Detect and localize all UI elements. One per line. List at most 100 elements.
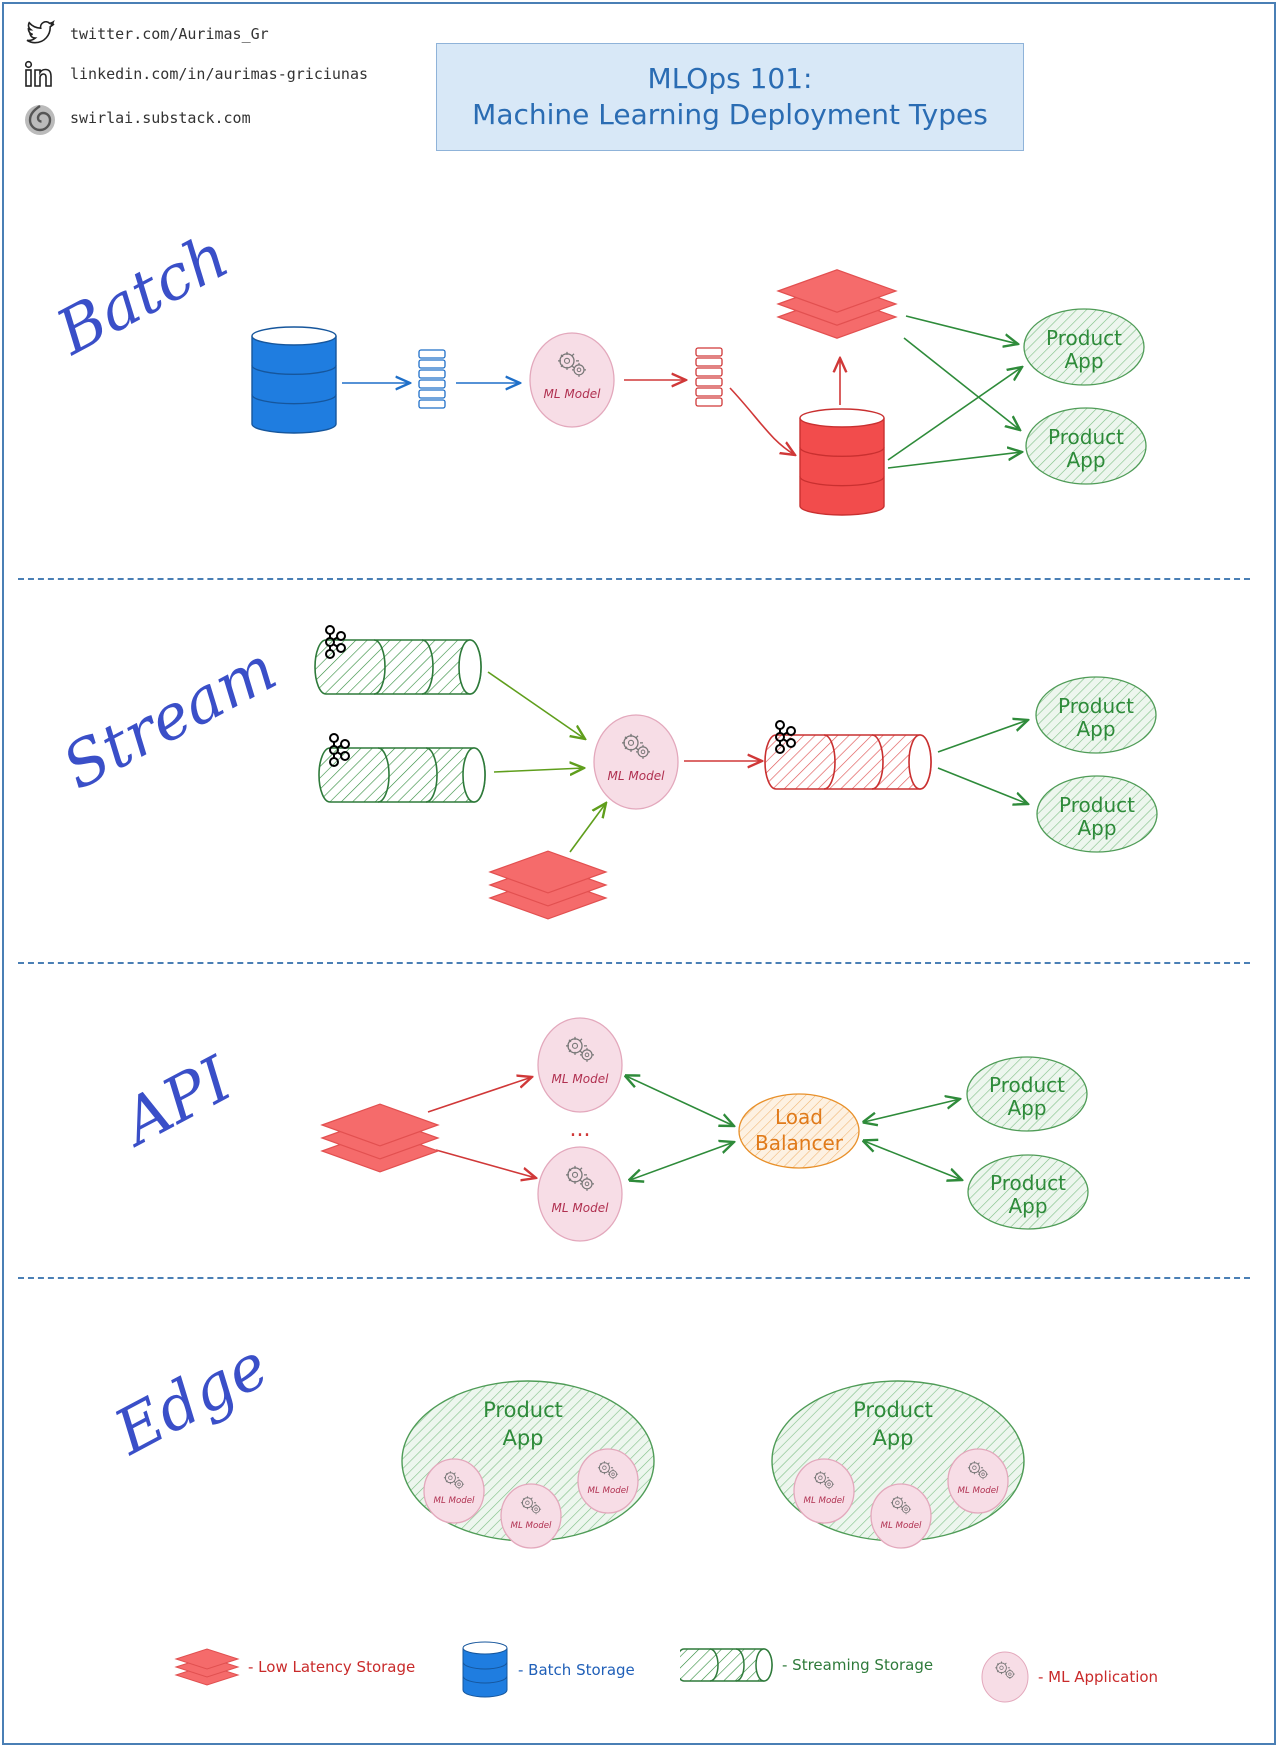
batch-product-app-1 (1023, 308, 1145, 386)
substack-link[interactable]: swirlai.substack.com (22, 100, 251, 136)
divider-batch-stream (18, 578, 1250, 580)
api-product-app-2 (967, 1154, 1089, 1230)
api-ml-model-2 (537, 1146, 623, 1242)
arrow-lb-app2 (864, 1141, 962, 1180)
ml-model-label: ML Model (552, 1201, 610, 1215)
stream-product-app-1-label-1: Product (1058, 694, 1134, 718)
divider-stream-api (18, 962, 1250, 964)
cylinder-body (251, 336, 337, 434)
layer-plate (320, 1103, 440, 1147)
stream-product-app-2-label-2: App (1077, 816, 1116, 840)
ml-model-shape (593, 714, 679, 810)
cylinder-body (799, 418, 885, 516)
ml-model-label: ML Model (881, 1521, 922, 1531)
stream-ml-model (593, 714, 679, 810)
legend-streaming: - Streaming Storage (680, 1645, 933, 1685)
ml-model-label: ML Model (958, 1486, 999, 1496)
queue-slot (695, 367, 723, 377)
legend-low-latency-label: - Low Latency Storage (248, 1658, 416, 1676)
cylinder-top (799, 408, 885, 428)
queue-slot (418, 379, 446, 389)
swirl-icon (22, 100, 58, 136)
layer-plate (776, 269, 898, 313)
api-product-app-1 (966, 1056, 1088, 1132)
linkedin-handle: linkedin.com/in/aurimas-griciunas (70, 65, 369, 83)
batch-ml-model (529, 332, 615, 428)
queue-slot (418, 359, 446, 369)
arrow-low-latency-to-app-1 (905, 315, 1018, 344)
stream-segments (373, 639, 434, 695)
edge-1-product-label-1: Product (483, 1398, 563, 1422)
load-balancer-label-2: Balancer (755, 1131, 844, 1155)
queue-slot (695, 377, 723, 387)
arrow-stream-to-app-2 (937, 767, 1028, 804)
twitter-icon (22, 16, 58, 52)
batch-output-queue (695, 347, 723, 407)
edge-2-ml-model-3 (947, 1448, 1009, 1514)
ml-model-label: ML Model (588, 1486, 629, 1496)
arrow-queue-to-red-storage (729, 387, 795, 455)
edge-2-product-label-2: App (872, 1426, 913, 1450)
arrow-stream-to-app-1 (937, 720, 1028, 753)
ml-model-shape (577, 1448, 639, 1514)
stream-segments (377, 747, 438, 803)
ml-application-icon (981, 1651, 1029, 1703)
arrow-stream1-to-model (487, 671, 585, 739)
stream-low-latency-storage (488, 850, 608, 920)
batch-product-app-2-label-1: Product (1048, 425, 1124, 449)
linkedin-icon (22, 56, 58, 92)
stream-product-app-1 (1035, 676, 1157, 754)
stream-segments (823, 734, 884, 790)
edge-1-ml-model-3 (577, 1448, 639, 1514)
stream-input-2 (318, 733, 486, 803)
edge-2-ml-model-2 (870, 1483, 932, 1549)
arrow-low-latency-to-model (569, 803, 606, 853)
arrow-stream2-to-model (493, 768, 584, 772)
stream-product-app-2 (1036, 775, 1158, 853)
load-balancer-label-1: Load (775, 1105, 823, 1129)
linkedin-link[interactable]: linkedin.com/in/aurimas-griciunas (22, 56, 368, 92)
divider-api-edge (18, 1277, 1250, 1279)
batch-storage-icon (462, 1641, 508, 1698)
queue-slot (695, 347, 723, 357)
api-product-app-1-label-1: Product (989, 1073, 1065, 1097)
cylinder-rings (799, 447, 885, 487)
legend-ml-application-label: - ML Application (1038, 1668, 1159, 1686)
api-ellipsis: ... (570, 1117, 591, 1142)
ml-model-label: ML Model (434, 1496, 475, 1506)
edge-1-ml-model-1 (423, 1458, 485, 1524)
batch-product-app-2 (1025, 407, 1147, 485)
legend-batch-label: - Batch Storage (518, 1661, 635, 1679)
ml-model-label: ML Model (552, 1072, 610, 1086)
ml-model-shape (423, 1458, 485, 1524)
batch-source-storage (251, 326, 337, 434)
queue-slot (418, 349, 446, 359)
stream-input-1 (314, 625, 482, 695)
ml-model-shape (793, 1458, 855, 1524)
api-low-latency-storage (320, 1103, 440, 1173)
ml-model-shape (947, 1448, 1009, 1514)
title-box: MLOps 101: Machine Learning Deployment T… (436, 43, 1024, 151)
arrow-lb-app1 (864, 1099, 960, 1122)
api-load-balancer (738, 1093, 860, 1169)
stream-end (908, 734, 932, 790)
stream-body (314, 639, 482, 695)
title-line-1: MLOps 101: (647, 61, 813, 95)
arrow-storage-to-app-1 (887, 367, 1022, 461)
ml-model-label: ML Model (804, 1496, 845, 1506)
stream-end (458, 639, 482, 695)
stream-output (764, 720, 932, 790)
queue-slot (695, 387, 723, 397)
streaming-storage-icon (680, 1648, 773, 1682)
arrow-storage-to-model-2 (435, 1149, 536, 1178)
api-product-app-2-label-1: Product (990, 1171, 1066, 1195)
queue-slot (418, 369, 446, 379)
api-ml-model-1 (537, 1017, 623, 1113)
arrow-low-latency-to-app-2 (903, 337, 1020, 430)
edge-1-ml-model-2 (500, 1483, 562, 1549)
batch-product-app-1-label-1: Product (1046, 326, 1122, 350)
legend-batch: - Batch Storage (460, 1640, 635, 1700)
twitter-link[interactable]: twitter.com/Aurimas_Gr (22, 16, 269, 52)
ml-model-shape (529, 332, 615, 428)
